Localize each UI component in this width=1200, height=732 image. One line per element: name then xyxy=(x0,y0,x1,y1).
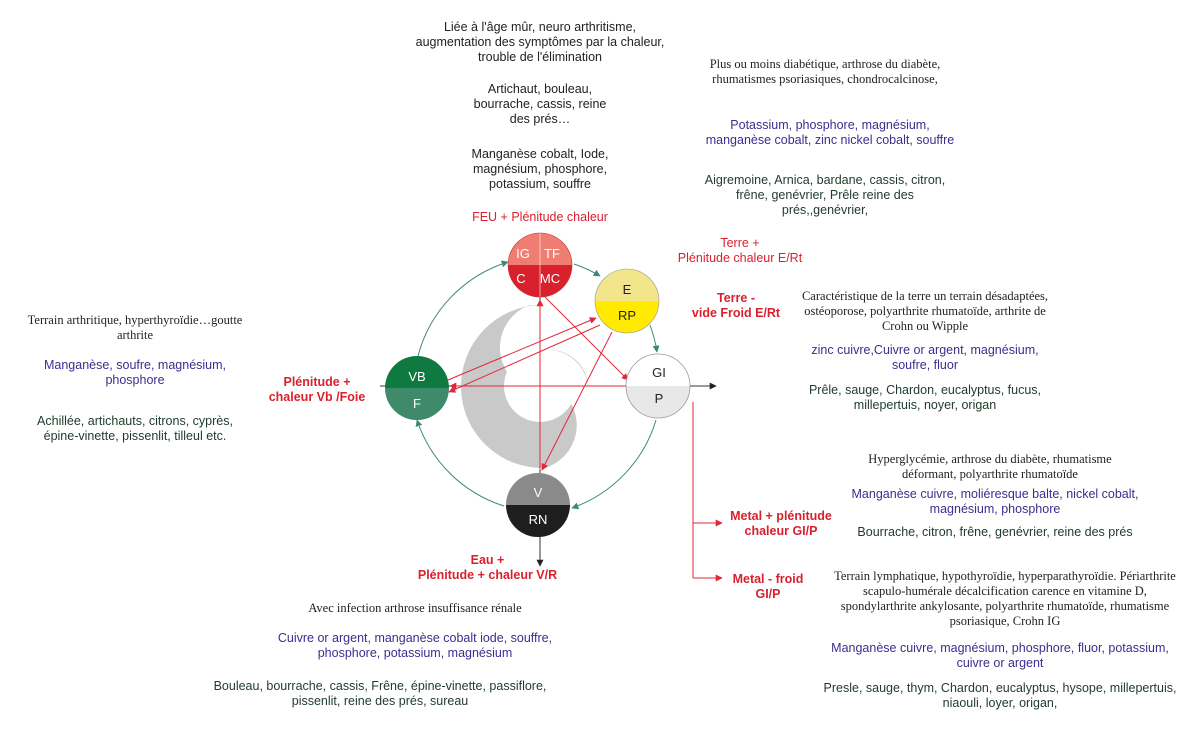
ctrl-terre-eau xyxy=(541,331,613,471)
bois-desc: Terrain arthritique, hyperthyroïdie…gout… xyxy=(27,313,243,342)
arc-eau-bois xyxy=(415,419,505,507)
metal-minus-desc: Terrain lymphatique, hypothyroïdie, hype… xyxy=(834,569,1176,628)
feu-label-ig: IG xyxy=(516,246,530,261)
bois-label-f: F xyxy=(413,396,421,411)
bois-minerals: Manganèse, soufre, magnésium, phosphore xyxy=(43,358,227,387)
terre-plus-plants: Aigremoine, Arnica, bardane, cassis, cit… xyxy=(704,173,946,217)
terre-plus-title: Terre + Plénitude chaleur E/Rt xyxy=(677,236,803,265)
terre-plus-minerals: Potassium, phosphore, magnésium, manganè… xyxy=(705,118,955,147)
control-arrows xyxy=(447,296,629,471)
ctrl-feu-metal xyxy=(544,296,629,381)
arc-metal-eau xyxy=(571,419,657,510)
metal-plus-plants: Bourrache, citron, frêne, genévrier, rei… xyxy=(857,525,1133,539)
eau-title: Eau + Plénitude + chaleur V/R xyxy=(417,553,558,582)
bois-label-vb: VB xyxy=(408,369,425,384)
feu-title: FEU + Plénitude chaleur xyxy=(472,210,608,224)
arc-terre-metal xyxy=(649,324,660,353)
terre-minus-minerals: zinc cuivre,Cuivre or argent, magnésium,… xyxy=(811,343,1039,372)
ctrl-bois-terre xyxy=(447,317,597,381)
feu-label-c: C xyxy=(516,271,525,286)
terre-minus-plants: Prêle, sauge, Chardon, eucalyptus, fucus… xyxy=(808,383,1042,412)
bois-title: Plénitude + chaleur Vb /Foie xyxy=(268,375,366,404)
metal-label-p: P xyxy=(655,391,664,406)
ctrl-terre-bois xyxy=(448,324,601,393)
feu-label-tf: TF xyxy=(544,246,560,261)
metal-minus-plants: Presle, sauge, thym, Chardon, eucalyptus… xyxy=(823,681,1177,710)
metal-minus-minerals: Manganèse cuivre, magnésium, phosphore, … xyxy=(831,641,1169,670)
terre-label-e: E xyxy=(623,282,632,297)
cycle-arrows xyxy=(415,260,660,510)
terre-node[interactable] xyxy=(595,269,659,333)
terre-label-rp: RP xyxy=(618,308,636,323)
feu-desc: Liée à l'âge mûr, neuro arthritisme, aug… xyxy=(415,20,665,64)
arc-bois-feu xyxy=(417,260,509,357)
feu-minerals: Manganèse cobalt, Iode, magnésium, phosp… xyxy=(471,147,609,191)
feu-info: Liée à l'âge mûr, neuro arthritisme, aug… xyxy=(395,20,685,65)
eau-minerals: Cuivre or argent, manganèse cobalt iode,… xyxy=(277,631,553,660)
metal-plus-minerals: Manganèse cuivre, moliéresque balte, nic… xyxy=(851,487,1139,516)
metal-minus-title: Metal - froid GI/P xyxy=(732,572,804,601)
feu-label-mc: MC xyxy=(540,271,560,286)
arc-feu-terre xyxy=(573,263,601,277)
eau-desc: Avec infection arthrose insuffisance rén… xyxy=(308,601,522,615)
metal-label-gi: GI xyxy=(652,365,666,380)
bois-plants: Achillée, artichauts, citrons, cyprès, é… xyxy=(37,414,233,443)
metal-plus-title: Metal + plénitude chaleur GI/P xyxy=(730,509,832,538)
eau-node[interactable] xyxy=(506,473,570,537)
feu-plants: Artichaut, bouleau, bourrache, cassis, r… xyxy=(473,82,607,126)
terre-minus-title: Terre - vide Froid E/Rt xyxy=(691,291,781,320)
metal-bracket xyxy=(692,402,723,582)
eau-plants: Bouleau, bourrache, cassis, Frêne, épine… xyxy=(213,679,547,708)
eau-label-rn: RN xyxy=(529,512,548,527)
eau-label-v: V xyxy=(534,485,543,500)
metal-plus-desc: Hyperglycémie, arthrose du diabète, rhum… xyxy=(868,452,1112,481)
terre-minus-desc: Caractéristique de la terre un terrain d… xyxy=(801,289,1049,333)
terre-plus-desc: Plus ou moins diabétique, arthrose du di… xyxy=(709,57,941,86)
feu-node[interactable] xyxy=(508,233,572,297)
